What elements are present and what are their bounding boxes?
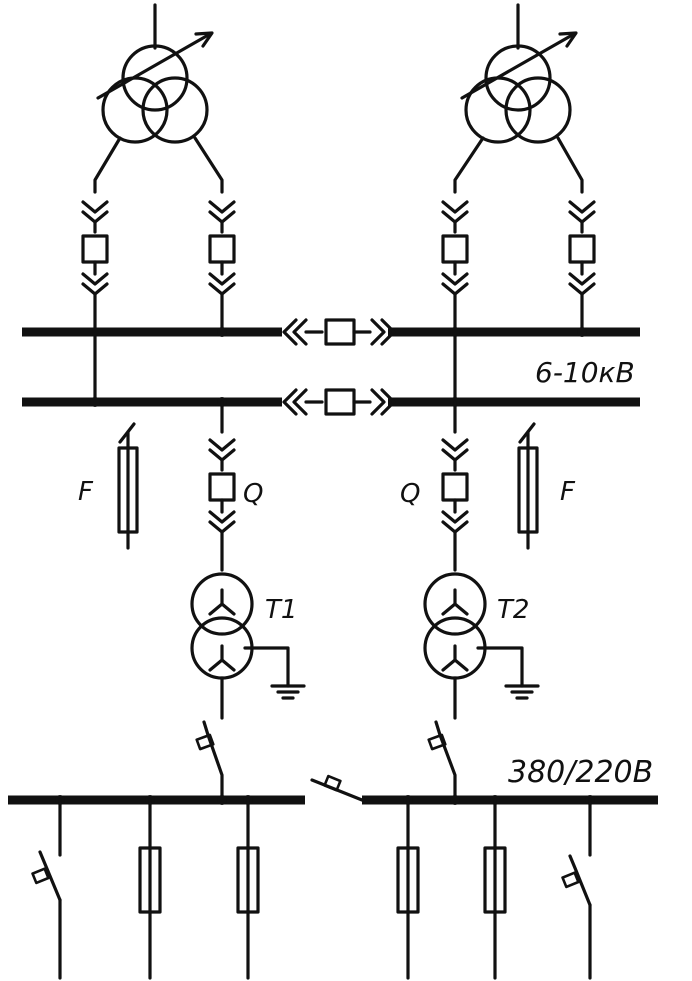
lv-feeder-switch-1 <box>31 798 62 980</box>
switch-right-label: Q <box>400 479 420 509</box>
hv-bus-junctions <box>90 327 587 407</box>
lv-feeder-fuse-4 <box>396 798 420 980</box>
hv-breaker-cell-3 <box>441 200 469 402</box>
lv-incoming-switch-right <box>427 720 457 802</box>
hv-voltage-label: 6-10кВ <box>535 356 635 389</box>
lv-feeder-fuse-2 <box>138 798 162 980</box>
fuse-left <box>117 422 139 550</box>
transformer-t1 <box>190 572 306 720</box>
fuse-right-label: F <box>560 477 576 507</box>
transformer-2-label: T2 <box>497 595 529 625</box>
lv-feeder-fuse-3 <box>236 798 260 980</box>
fuse-right <box>517 422 539 550</box>
lv-sectional-switch <box>310 774 364 802</box>
hv-breaker-cell-1 <box>81 200 109 402</box>
lv-feeder-fuse-5 <box>483 798 507 980</box>
hv-breaker-cell-2 <box>208 200 236 330</box>
lv-incoming-switch-left <box>195 720 224 802</box>
hv-breaker-cell-4 <box>568 200 596 330</box>
incoming-transformer-right <box>453 3 584 194</box>
transformer-1-label: T1 <box>265 595 297 625</box>
fuse-left-label: F <box>78 477 94 507</box>
switch-left-label: Q <box>243 479 263 509</box>
breaker-q-left <box>208 400 236 572</box>
lv-voltage-label: 380/220В <box>508 755 653 790</box>
bus-tie-lower <box>282 388 396 416</box>
bus-tie-upper <box>282 318 396 346</box>
incoming-transformer-left <box>93 3 224 194</box>
lv-feeder-switch-6 <box>561 798 592 980</box>
breaker-q-right <box>441 400 469 572</box>
transformer-t2 <box>423 572 540 720</box>
